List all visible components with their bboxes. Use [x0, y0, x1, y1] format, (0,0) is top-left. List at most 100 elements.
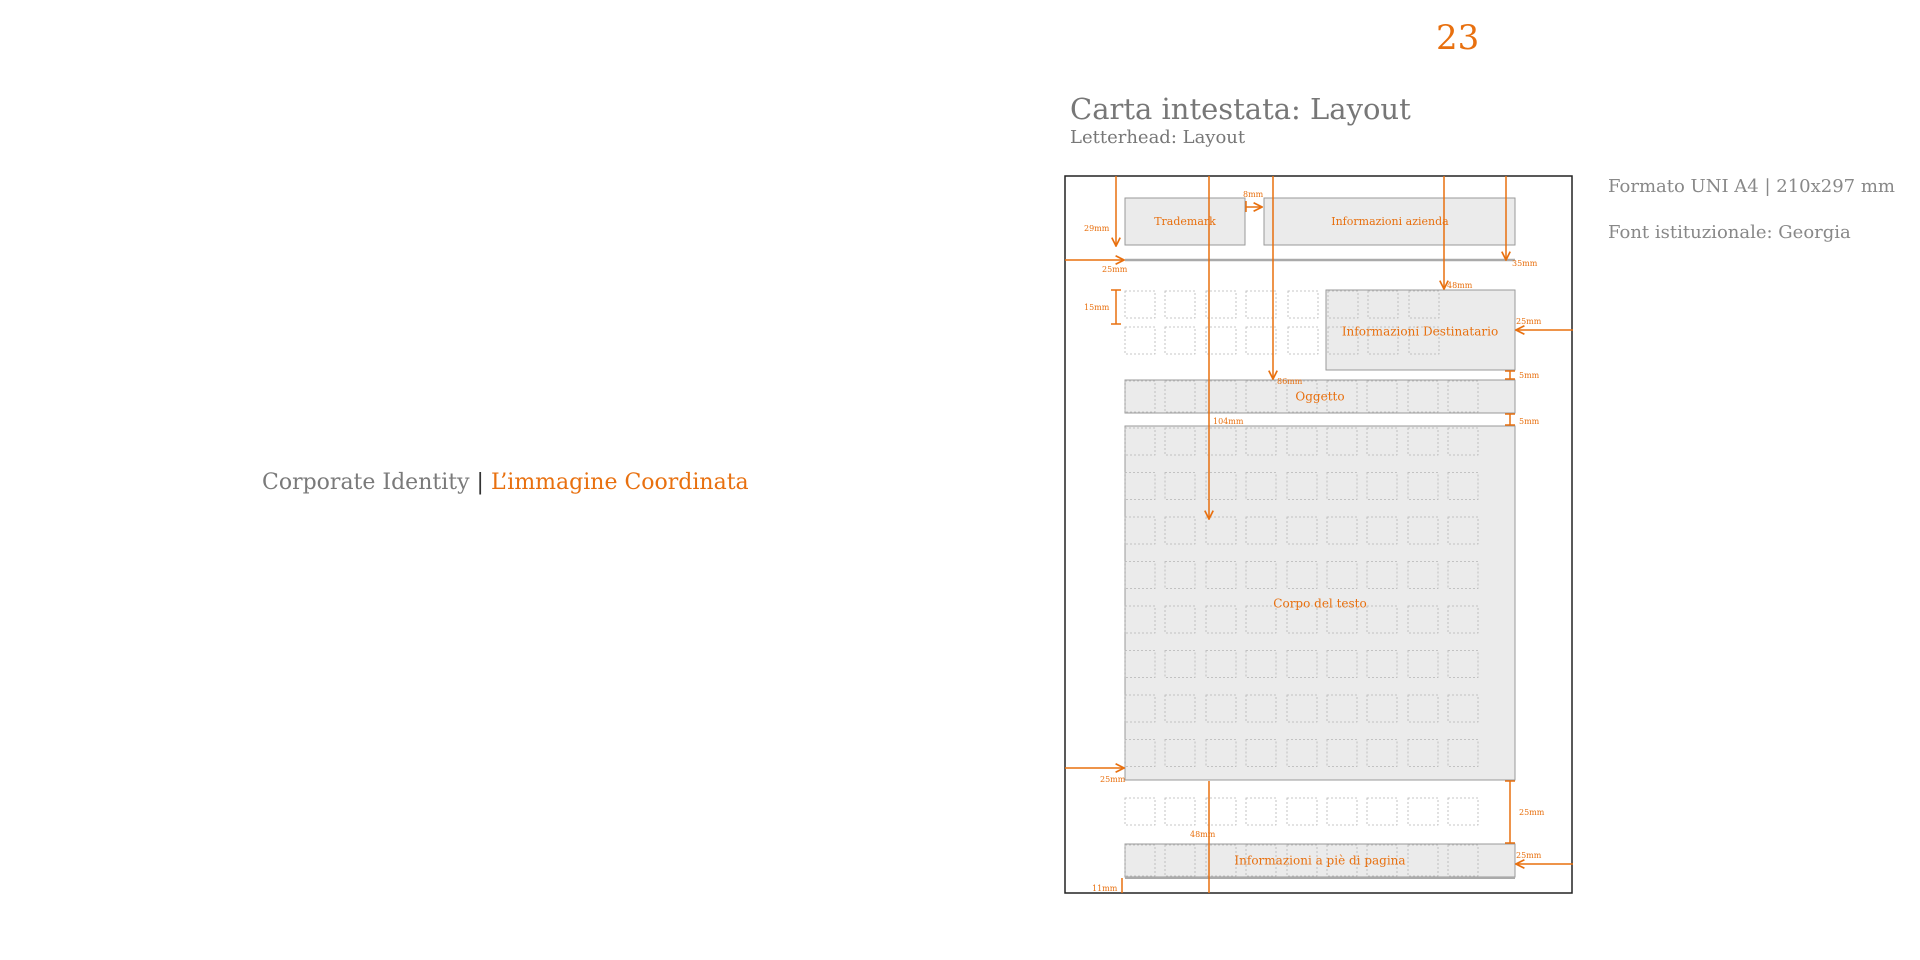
- dim-label-25mm-top: 25mm: [1102, 265, 1128, 274]
- grid-cell: [1124, 694, 1156, 723]
- dim-label-104mm: 104mm: [1213, 417, 1244, 426]
- grid-cell: [1164, 472, 1196, 500]
- grid-cell: [1407, 380, 1439, 413]
- grid-cell: [1407, 844, 1439, 877]
- grid-cell: [1408, 290, 1440, 319]
- grid-cell: [1245, 427, 1277, 456]
- grid-cell: [1124, 844, 1156, 877]
- grid-cell: [1164, 739, 1196, 767]
- grid-cell: [1326, 472, 1358, 500]
- grid-cell: [1326, 516, 1358, 545]
- trademark-block: [1124, 197, 1246, 246]
- dim-label-5mm-b: 5mm: [1519, 417, 1540, 426]
- grid-cell: [1326, 844, 1358, 877]
- grid-cell: [1447, 427, 1479, 456]
- grid-cell: [1245, 797, 1277, 826]
- grid-cell: [1164, 694, 1196, 723]
- grid-cell: [1245, 650, 1277, 678]
- grid-cell: [1205, 739, 1237, 767]
- grid-cell: [1286, 516, 1318, 545]
- footer-block: [1124, 843, 1516, 878]
- grid-cell: [1245, 561, 1277, 589]
- grid-cell: [1164, 561, 1196, 589]
- grid-cell: [1407, 739, 1439, 767]
- grid-cell: [1286, 694, 1318, 723]
- grid-cell: [1245, 290, 1277, 319]
- grid-cell: [1326, 427, 1358, 456]
- grid-cell: [1205, 326, 1237, 355]
- grid-cell: [1124, 290, 1156, 319]
- grid-cell: [1205, 605, 1237, 634]
- dim-label-25mm-footer-right: 25mm: [1516, 851, 1542, 860]
- title-separator: |: [476, 470, 484, 495]
- grid-cell: [1327, 326, 1359, 355]
- grid-cell: [1366, 561, 1398, 589]
- grid-cell: [1205, 844, 1237, 877]
- grid-cell: [1326, 650, 1358, 678]
- grid-cell: [1447, 380, 1479, 413]
- grid-cell: [1164, 844, 1196, 877]
- grid-cell: [1124, 427, 1156, 456]
- page-number: 23: [1436, 18, 1480, 58]
- grid-cell: [1447, 694, 1479, 723]
- grid-cell: [1164, 605, 1196, 634]
- grid-cell: [1407, 694, 1439, 723]
- grid-cell: [1447, 844, 1479, 877]
- font-note: Font istituzionale: Georgia: [1608, 222, 1851, 243]
- grid-cell: [1205, 380, 1237, 413]
- grid-cell: [1367, 326, 1399, 355]
- grid-cell: [1407, 427, 1439, 456]
- grid-cell: [1326, 605, 1358, 634]
- dim-label-15mm: 15mm: [1084, 303, 1110, 312]
- grid-cell: [1407, 605, 1439, 634]
- grid-cell: [1326, 694, 1358, 723]
- grid-cell: [1327, 290, 1359, 319]
- grid-cell: [1366, 797, 1398, 826]
- accent-label: L’immagine Coordinata: [490, 470, 749, 495]
- grid-cell: [1326, 797, 1358, 826]
- grid-cell: [1124, 561, 1156, 589]
- grid-cell: [1286, 844, 1318, 877]
- grid-cell: [1205, 561, 1237, 589]
- grid-cell: [1245, 326, 1277, 355]
- grid-cell: [1205, 516, 1237, 545]
- grid-cell: [1245, 739, 1277, 767]
- grid-cell: [1205, 427, 1237, 456]
- dim-label-8mm: 8mm: [1243, 190, 1264, 199]
- grid-cell: [1366, 472, 1398, 500]
- grid-cell: [1366, 605, 1398, 634]
- grid-cell: [1326, 561, 1358, 589]
- dim-label-25mm-footer: 25mm: [1519, 808, 1545, 817]
- dim-label-48mm-top: 48mm: [1447, 281, 1473, 290]
- grid-cell: [1287, 290, 1319, 319]
- grid-cell: [1407, 516, 1439, 545]
- grid-cell: [1245, 844, 1277, 877]
- grid-cell: [1366, 650, 1398, 678]
- dim-label-25mm-left: 25mm: [1100, 775, 1126, 784]
- grid-cell: [1407, 650, 1439, 678]
- grid-cell: [1447, 650, 1479, 678]
- grid-cell: [1407, 561, 1439, 589]
- grid-cell: [1124, 516, 1156, 545]
- grid-cell: [1245, 380, 1277, 413]
- grid-cell: [1124, 797, 1156, 826]
- grid-cell: [1205, 650, 1237, 678]
- grid-cell: [1124, 380, 1156, 413]
- dim-label-5mm-a: 5mm: [1519, 371, 1540, 380]
- grid-cell: [1286, 561, 1318, 589]
- letterhead-layout-diagram: Trademark Informazioni azienda Informazi…: [1064, 175, 1573, 894]
- grid-cell: [1286, 605, 1318, 634]
- section-title: Corporate Identity | L’immagine Coordina…: [262, 470, 749, 495]
- grid-cell: [1124, 472, 1156, 500]
- dim-label-35mm: 35mm: [1512, 259, 1538, 268]
- dim-label-48mm-bottom: 48mm: [1190, 830, 1216, 839]
- grid-cell: [1367, 290, 1399, 319]
- grid-cell: [1124, 326, 1156, 355]
- subject-block: [1124, 379, 1516, 414]
- grid-cell: [1366, 427, 1398, 456]
- grid-cell: [1124, 605, 1156, 634]
- page-title: Carta intestata: Layout: [1070, 92, 1411, 126]
- grid-cell: [1164, 650, 1196, 678]
- dim-label-25mm-right: 25mm: [1516, 317, 1542, 326]
- body-grid-cells: [1124, 427, 1479, 767]
